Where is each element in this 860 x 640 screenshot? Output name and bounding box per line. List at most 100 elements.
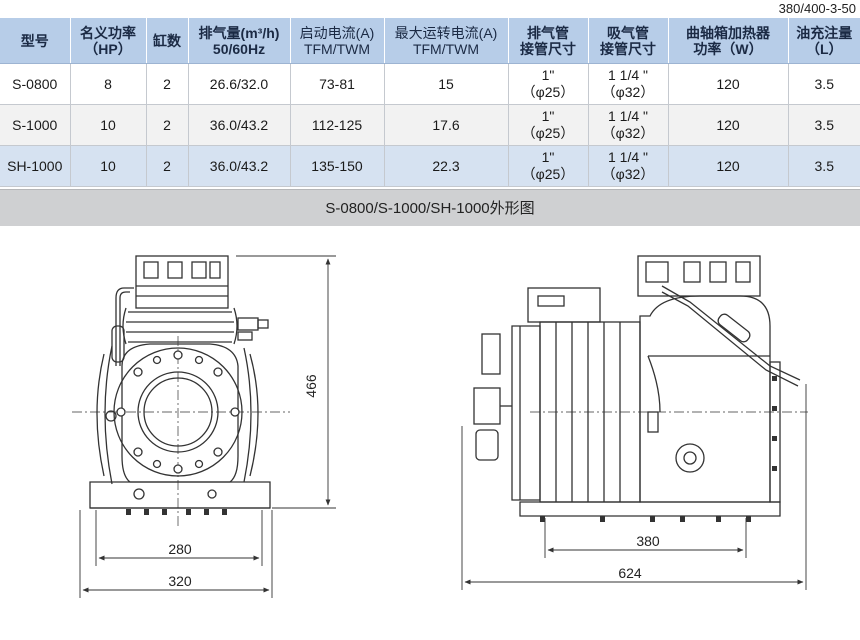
table-cell-text: 120 <box>669 76 788 93</box>
table-cell: S-1000 <box>0 105 70 146</box>
table-header-cell: 最大运转电流(A)TFM/TWM <box>384 18 508 64</box>
table-header-text: 最大运转电流(A) <box>385 25 508 41</box>
table-header-cell: 缸数 <box>146 18 188 64</box>
table-cell-text: 120 <box>669 158 788 175</box>
table-cell: 3.5 <box>788 64 860 105</box>
table-cell-text: （φ25） <box>509 166 588 183</box>
table-cell-text: 120 <box>669 117 788 134</box>
table-cell: 36.0/43.2 <box>188 105 290 146</box>
table-cell-text: 17.6 <box>385 117 508 134</box>
table-cell-text: 36.0/43.2 <box>189 158 290 175</box>
table-header-text: 排气量(m³/h) <box>189 25 290 41</box>
side-outer-width-label: 624 <box>618 565 642 581</box>
table-header-cell: 油充注量（L） <box>788 18 860 64</box>
table-cell-text: 73-81 <box>291 76 384 93</box>
outline-drawing-svg: 466 280 320 <box>0 226 860 636</box>
table-header-text: 型号 <box>0 33 70 49</box>
table-header-text: 缸数 <box>147 33 188 49</box>
table-header-text: 接管尺寸 <box>589 41 668 57</box>
table-header-text: 吸气管 <box>589 25 668 41</box>
table-cell: 1 1/4 "（φ32） <box>588 64 668 105</box>
table-cell-text: 8 <box>71 76 146 93</box>
table-cell: 10 <box>70 146 146 187</box>
table-cell-text: 135-150 <box>291 158 384 175</box>
table-header-text: 启动电流(A) <box>291 25 384 41</box>
table-cell-text: 1" <box>509 149 588 166</box>
table-header-text: 油充注量 <box>789 25 860 41</box>
table-cell-text: 36.0/43.2 <box>189 117 290 134</box>
table-cell: 73-81 <box>290 64 384 105</box>
table-cell-text: 1 1/4 " <box>589 108 668 125</box>
table-cell-text: 2 <box>147 76 188 93</box>
table-cell-text: （φ32） <box>589 125 668 142</box>
table-cell-text: （φ32） <box>589 84 668 101</box>
table-cell-text: （φ32） <box>589 166 668 183</box>
table-cell: 120 <box>668 105 788 146</box>
table-cell: 112-125 <box>290 105 384 146</box>
table-header-cell: 型号 <box>0 18 70 64</box>
table-cell: 22.3 <box>384 146 508 187</box>
table-cell-text: 1" <box>509 108 588 125</box>
dimension-drawing: 466 280 320 <box>0 226 860 636</box>
table-cell-text: 1 1/4 " <box>589 67 668 84</box>
front-height-label: 466 <box>303 374 319 398</box>
table-cell-text: 15 <box>385 76 508 93</box>
table-header-cell: 排气管接管尺寸 <box>508 18 588 64</box>
table-cell: 1"（φ25） <box>508 146 588 187</box>
table-cell-text: 3.5 <box>789 158 860 175</box>
table-cell-text: SH-1000 <box>0 158 70 175</box>
table-cell-text: （φ25） <box>509 84 588 101</box>
table-cell: 135-150 <box>290 146 384 187</box>
table-cell: 120 <box>668 64 788 105</box>
table-cell-text: 1 1/4 " <box>589 149 668 166</box>
table-cell-text: 2 <box>147 158 188 175</box>
table-header-text: 排气管 <box>509 25 588 41</box>
table-cell-text: 3.5 <box>789 117 860 134</box>
table-header-cell: 吸气管接管尺寸 <box>588 18 668 64</box>
table-header-cell: 排气量(m³/h)50/60Hz <box>188 18 290 64</box>
table-cell-text: 10 <box>71 117 146 134</box>
table-cell: 2 <box>146 105 188 146</box>
drawing-title: S-0800/S-1000/SH-1000外形图 <box>0 189 860 228</box>
table-cell-text: 10 <box>71 158 146 175</box>
table-header-text: TFM/TWM <box>385 41 508 57</box>
side-inner-width-label: 380 <box>636 533 660 549</box>
table-header-text: （HP） <box>71 41 146 57</box>
table-cell: 1"（φ25） <box>508 105 588 146</box>
table-header-text: （L） <box>789 41 860 57</box>
table-header-text: 50/60Hz <box>189 41 290 57</box>
document-code: 380/400-3-50 <box>779 0 856 17</box>
table-cell: 2 <box>146 64 188 105</box>
table-cell: 3.5 <box>788 146 860 187</box>
table-cell: S-0800 <box>0 64 70 105</box>
table-cell-text: 2 <box>147 117 188 134</box>
side-dimension-lines <box>462 384 806 590</box>
table-cell-text: 26.6/32.0 <box>189 76 290 93</box>
table-cell: 120 <box>668 146 788 187</box>
table-cell: SH-1000 <box>0 146 70 187</box>
table-cell-text: 1" <box>509 67 588 84</box>
table-cell: 3.5 <box>788 105 860 146</box>
table-header-text: 功率（W） <box>669 41 788 57</box>
table-cell-text: S-0800 <box>0 76 70 93</box>
table-cell: 1 1/4 "（φ32） <box>588 105 668 146</box>
front-outer-width-label: 320 <box>168 573 192 589</box>
table-cell: 1"（φ25） <box>508 64 588 105</box>
front-view <box>72 256 290 526</box>
table-cell-text: （φ25） <box>509 125 588 142</box>
table-header-text: 接管尺寸 <box>509 41 588 57</box>
front-inner-width-label: 280 <box>168 541 192 557</box>
table-cell-text: 3.5 <box>789 76 860 93</box>
table-cell: 15 <box>384 64 508 105</box>
table-cell: 1 1/4 "（φ32） <box>588 146 668 187</box>
table-header-cell: 启动电流(A)TFM/TWM <box>290 18 384 64</box>
side-view <box>474 256 808 522</box>
table-header-text: 曲轴箱加热器 <box>669 25 788 41</box>
table-header-cell: 名义功率（HP） <box>70 18 146 64</box>
table-cell-text: S-1000 <box>0 117 70 134</box>
table-cell: 8 <box>70 64 146 105</box>
